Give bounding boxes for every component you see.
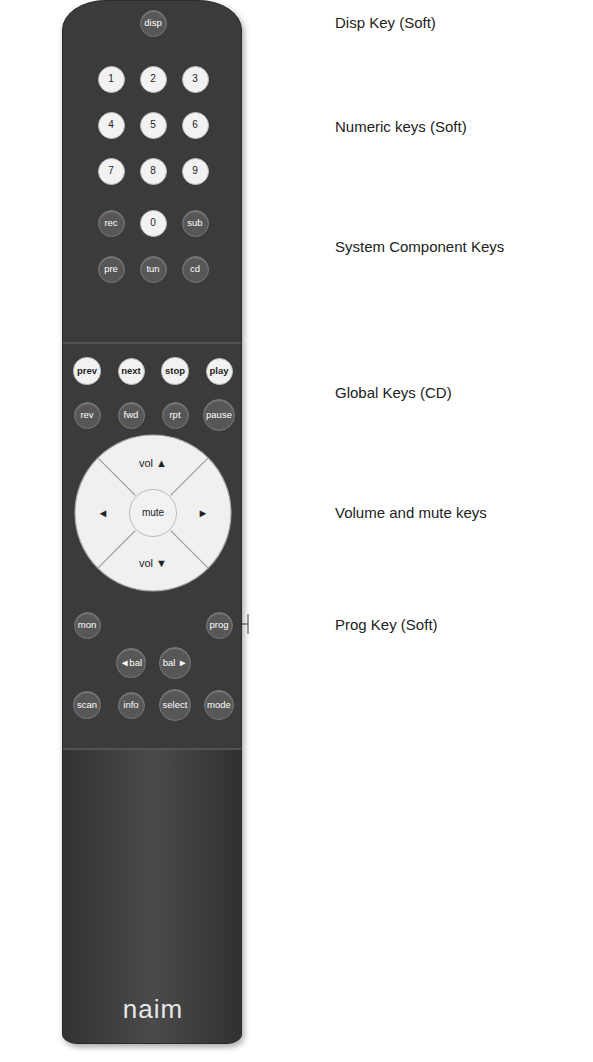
dpad-key: vol ▲ — [135, 454, 171, 472]
remote-button: rev — [74, 402, 101, 429]
button-label: rec — [104, 218, 117, 228]
button-label: rpt — [169, 410, 180, 420]
remote-button: mute — [129, 489, 177, 537]
numeric-callout: Numeric keys (Soft) — [335, 118, 467, 135]
disp-callout: Disp Key (Soft) — [335, 14, 436, 31]
dpad-key: ► — [194, 504, 213, 522]
remote-button: prog — [206, 612, 233, 639]
button-label: 9 — [192, 166, 198, 176]
dpad-key: ◄ — [94, 504, 113, 522]
button-label: mode — [207, 700, 231, 710]
remote-button: play — [206, 358, 233, 385]
remote-button: 8 — [140, 158, 167, 185]
button-label: bal ► — [163, 658, 188, 668]
remote-button: 1 — [98, 66, 125, 93]
component-callout: System Component Keys — [335, 238, 504, 255]
button-label: 5 — [150, 120, 156, 130]
remote-button: cd — [182, 256, 209, 283]
button-label: vol ▲ — [139, 457, 167, 469]
button-label: cd — [190, 264, 200, 274]
button-label: 1 — [108, 74, 114, 84]
remote-body: naim disp 1 2 3 4 5 6 7 8 9 rec 0 sub pre tun cd prev next… — [62, 0, 242, 1044]
remote-button: mode — [204, 690, 235, 721]
button-label: vol ▼ — [139, 557, 167, 569]
button-label: ◄ — [98, 507, 109, 519]
button-label: ◄bal — [120, 658, 142, 668]
button-label: 8 — [150, 166, 156, 176]
volume-callout: Volume and mute keys — [335, 504, 487, 521]
button-label: pause — [206, 410, 232, 420]
remote-button: pre — [98, 256, 125, 283]
dpad — [75, 435, 231, 591]
button-label: 3 — [192, 74, 198, 84]
remote-button: select — [159, 689, 191, 721]
button-label: select — [163, 700, 188, 710]
remote-button: 2 — [140, 66, 167, 93]
button-label: prev — [77, 366, 97, 376]
button-label: info — [123, 700, 138, 710]
button-label: pre — [104, 264, 118, 274]
remote-button: ◄bal — [116, 648, 145, 677]
button-label: 6 — [192, 120, 198, 130]
remote-button: sub — [182, 210, 209, 237]
remote-button: prev — [73, 357, 100, 384]
remote-button: tun — [140, 256, 167, 283]
button-label: 7 — [108, 166, 114, 176]
button-label: fwd — [124, 410, 139, 420]
button-label: mon — [78, 620, 96, 630]
remote-button: stop — [161, 357, 188, 384]
remote-button: rpt — [162, 402, 189, 429]
button-label: 4 — [108, 120, 114, 130]
remote-button: fwd — [118, 402, 145, 429]
button-label: prog — [209, 620, 228, 630]
remote-button: disp — [140, 10, 167, 37]
remote-button: 5 — [140, 112, 167, 139]
remote-button: info — [118, 692, 145, 719]
remote-button: mon — [74, 612, 101, 639]
button-label: mute — [142, 508, 164, 518]
prog-callout: Prog Key (Soft) — [335, 616, 438, 633]
button-label: tun — [146, 264, 159, 274]
button-label: ► — [198, 507, 209, 519]
button-label: 0 — [150, 218, 156, 228]
remote-button: next — [118, 358, 145, 385]
button-label: disp — [144, 18, 161, 28]
button-label: rev — [80, 410, 93, 420]
remote-button: scan — [73, 691, 100, 718]
button-label: stop — [165, 366, 185, 376]
remote-button: 6 — [182, 112, 209, 139]
remote-button: 9 — [182, 158, 209, 185]
brand-logo: naim — [123, 994, 183, 1025]
remote-button: bal ► — [159, 647, 191, 679]
button-label: scan — [77, 700, 97, 710]
remote-button: pause — [203, 399, 236, 432]
global-callout: Global Keys (CD) — [335, 384, 452, 401]
button-label: play — [209, 366, 228, 376]
dpad-key: vol ▼ — [135, 554, 171, 572]
remote-button: 3 — [182, 66, 209, 93]
button-label: 2 — [150, 74, 156, 84]
button-label: next — [121, 366, 141, 376]
remote-button: 0 — [140, 210, 167, 237]
remote-button: 7 — [98, 158, 125, 185]
remote-button: 4 — [98, 112, 125, 139]
remote-button: rec — [98, 210, 125, 237]
button-label: sub — [187, 218, 202, 228]
